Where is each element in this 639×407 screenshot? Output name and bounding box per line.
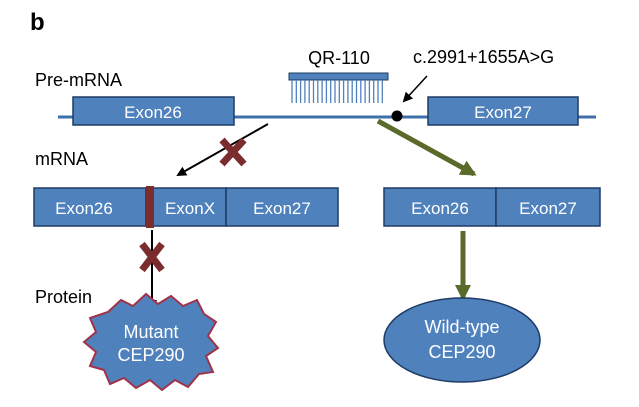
pre-mrna-exon-26-label: Exon26	[124, 103, 182, 122]
pre-mrna-exon-27: Exon27	[427, 96, 579, 126]
pseudoexon-marker	[146, 186, 154, 228]
mutant-protein-gene: CEP290	[117, 345, 184, 365]
aberrant-mrna-exon-x-label: ExonX	[165, 199, 215, 218]
wildtype-protein: Wild-type CEP290	[383, 297, 541, 383]
mrna-label: mRNA	[35, 149, 88, 169]
oligo-comb	[288, 72, 389, 103]
mutant-protein-name: Mutant	[123, 322, 178, 342]
aberrant-splicing-blocked-mark	[219, 137, 247, 167]
mutation-label: c.2991+1655A>G	[413, 47, 554, 67]
panel-label: b	[30, 9, 45, 36]
wildtype-mrna-exon-27	[495, 187, 601, 227]
aberrant-mrna-exon-27	[225, 187, 339, 227]
wildtype-protein-name: Wild-type	[424, 317, 499, 337]
pre-mrna-exon-26: Exon26	[72, 96, 235, 126]
oligo-backbone-bar	[288, 72, 389, 81]
oligo-label: QR-110	[308, 48, 370, 68]
mutant-translation-blocked-mark	[139, 241, 165, 273]
aberrant-mrna-exon-26	[33, 187, 147, 227]
mutant-protein: Mutant CEP290	[82, 292, 220, 392]
wildtype-mrna-exon-27-label: Exon27	[519, 199, 577, 218]
pre-mrna-exon-27-label: Exon27	[474, 103, 532, 122]
pre-mrna-label: Pre-mRNA	[35, 70, 122, 90]
aberrant-splicing-arrow	[176, 123, 269, 176]
mutant-protein-shape	[82, 292, 220, 392]
protein-label: Protein	[35, 287, 92, 307]
oligo-bases	[291, 80, 383, 103]
wildtype-mrna: Exon26 Exon27	[383, 187, 601, 227]
aberrant-mrna: Exon26 ExonX Exon27	[33, 186, 339, 228]
aberrant-mrna-exon-26-label: Exon26	[55, 199, 113, 218]
wildtype-protein-shape	[383, 297, 541, 383]
mutation-pointer	[402, 75, 428, 103]
aberrant-mrna-exon-27-label: Exon27	[253, 199, 311, 218]
wildtype-mrna-exon-26-label: Exon26	[411, 199, 469, 218]
wildtype-mrna-exon-26	[383, 187, 497, 227]
wildtype-protein-gene: CEP290	[428, 342, 495, 362]
correct-splicing-arrow	[376, 118, 477, 177]
mutation-site-dot	[391, 110, 403, 122]
